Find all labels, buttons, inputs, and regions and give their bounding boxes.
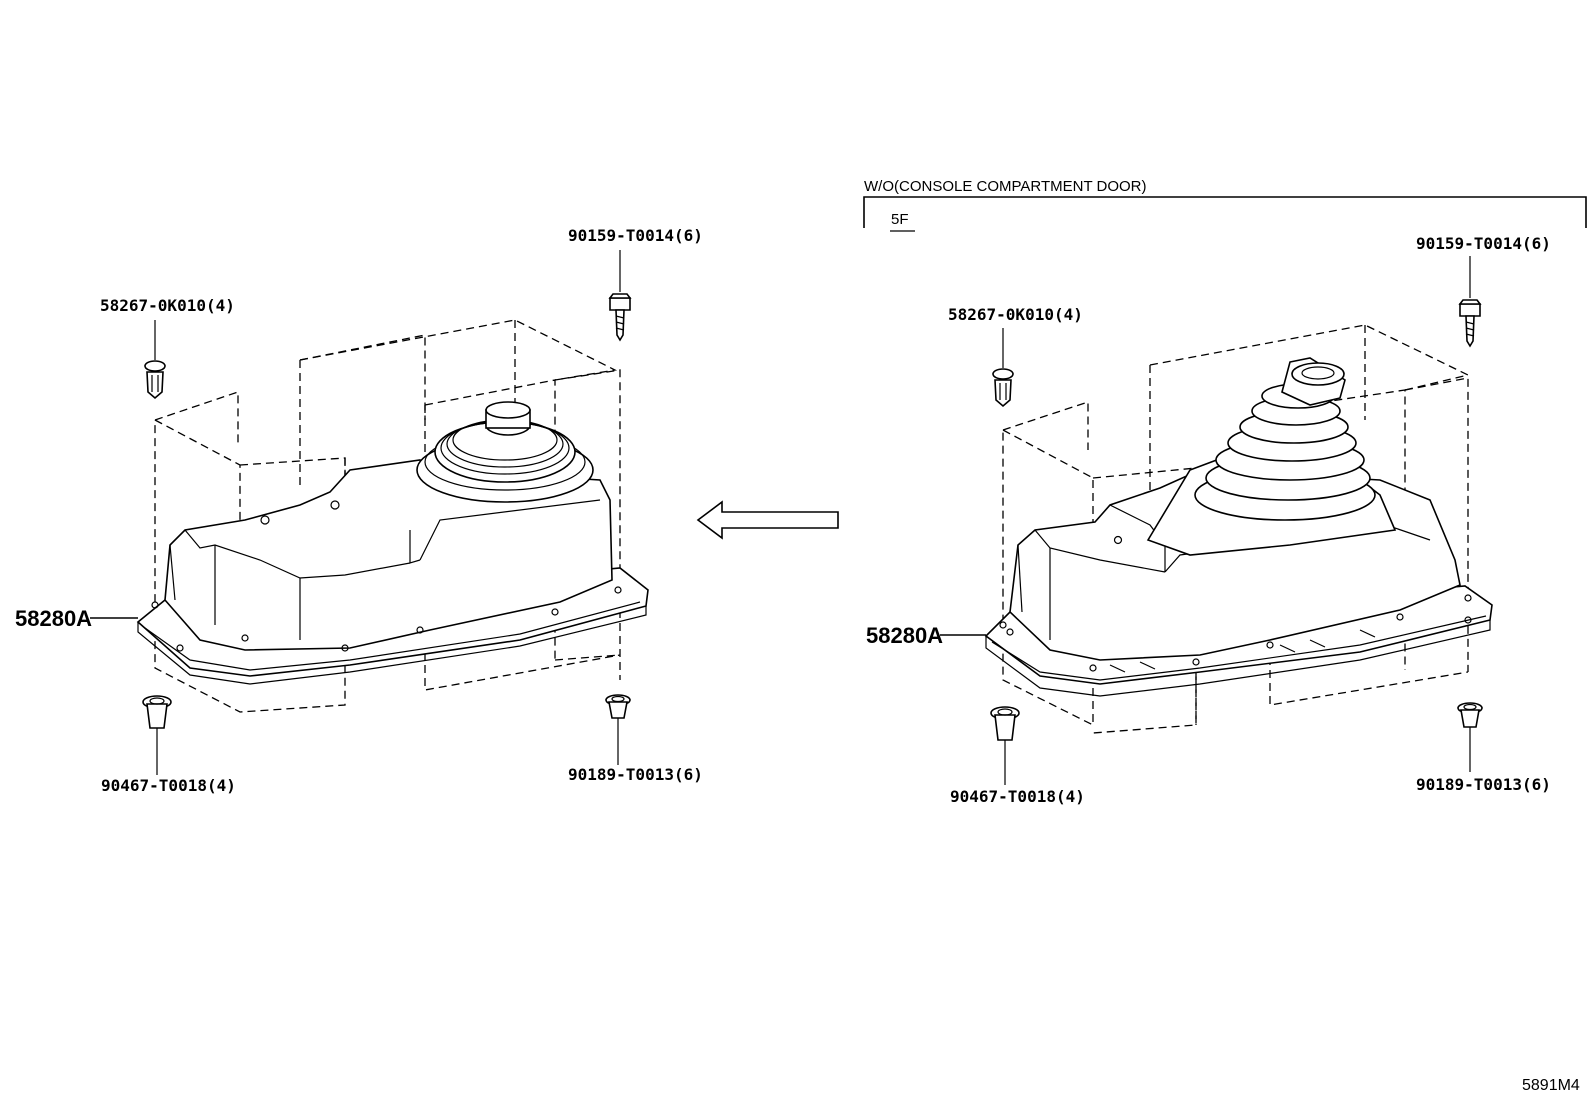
shift-boot-icon <box>1146 357 1397 556</box>
label-right-nut: 90189-T0013(6) <box>1416 775 1551 794</box>
right-hole-dots <box>999 594 1472 672</box>
label-right-main-part: 58280A <box>866 623 943 648</box>
label-left-clip-top: 58267-0K010(4) <box>100 296 235 315</box>
condition-caption: W/O(CONSOLE COMPARTMENT DOOR) <box>864 178 1147 195</box>
left-arrow-icon <box>696 500 839 540</box>
condition-bracket: W/O(CONSOLE COMPARTMENT DOOR) 5F <box>863 178 1587 232</box>
label-right-clip-bottom: 90467-T0018(4) <box>950 787 1085 806</box>
left-assembly: 90159-T0014(6) 58267-0K010(4) 58280A 904… <box>15 226 703 795</box>
diagram-code: 5891M4 <box>1522 1077 1580 1094</box>
label-left-screw: 90159-T0014(6) <box>568 226 703 245</box>
bolt-icon <box>608 250 632 342</box>
grommet-icon <box>990 706 1020 785</box>
label-left-clip-bottom: 90467-T0018(4) <box>101 776 236 795</box>
left-hole-dots <box>151 586 622 652</box>
push-clip-icon <box>992 328 1014 408</box>
right-assembly: W/O(CONSOLE COMPARTMENT DOOR) 5F <box>863 178 1587 806</box>
grommet-icon <box>142 695 172 775</box>
label-left-main-part: 58280A <box>15 606 92 631</box>
label-right-screw: 90159-T0014(6) <box>1416 234 1551 253</box>
label-left-nut: 90189-T0013(6) <box>568 765 703 784</box>
label-right-clip-top: 58267-0K010(4) <box>948 305 1083 324</box>
push-clip-icon <box>144 320 166 400</box>
shift-boot-icon <box>416 401 594 503</box>
nut-icon <box>1457 702 1483 772</box>
variant-code: 5F <box>891 211 909 228</box>
bolt-icon <box>1458 256 1482 348</box>
nut-icon <box>605 694 631 765</box>
